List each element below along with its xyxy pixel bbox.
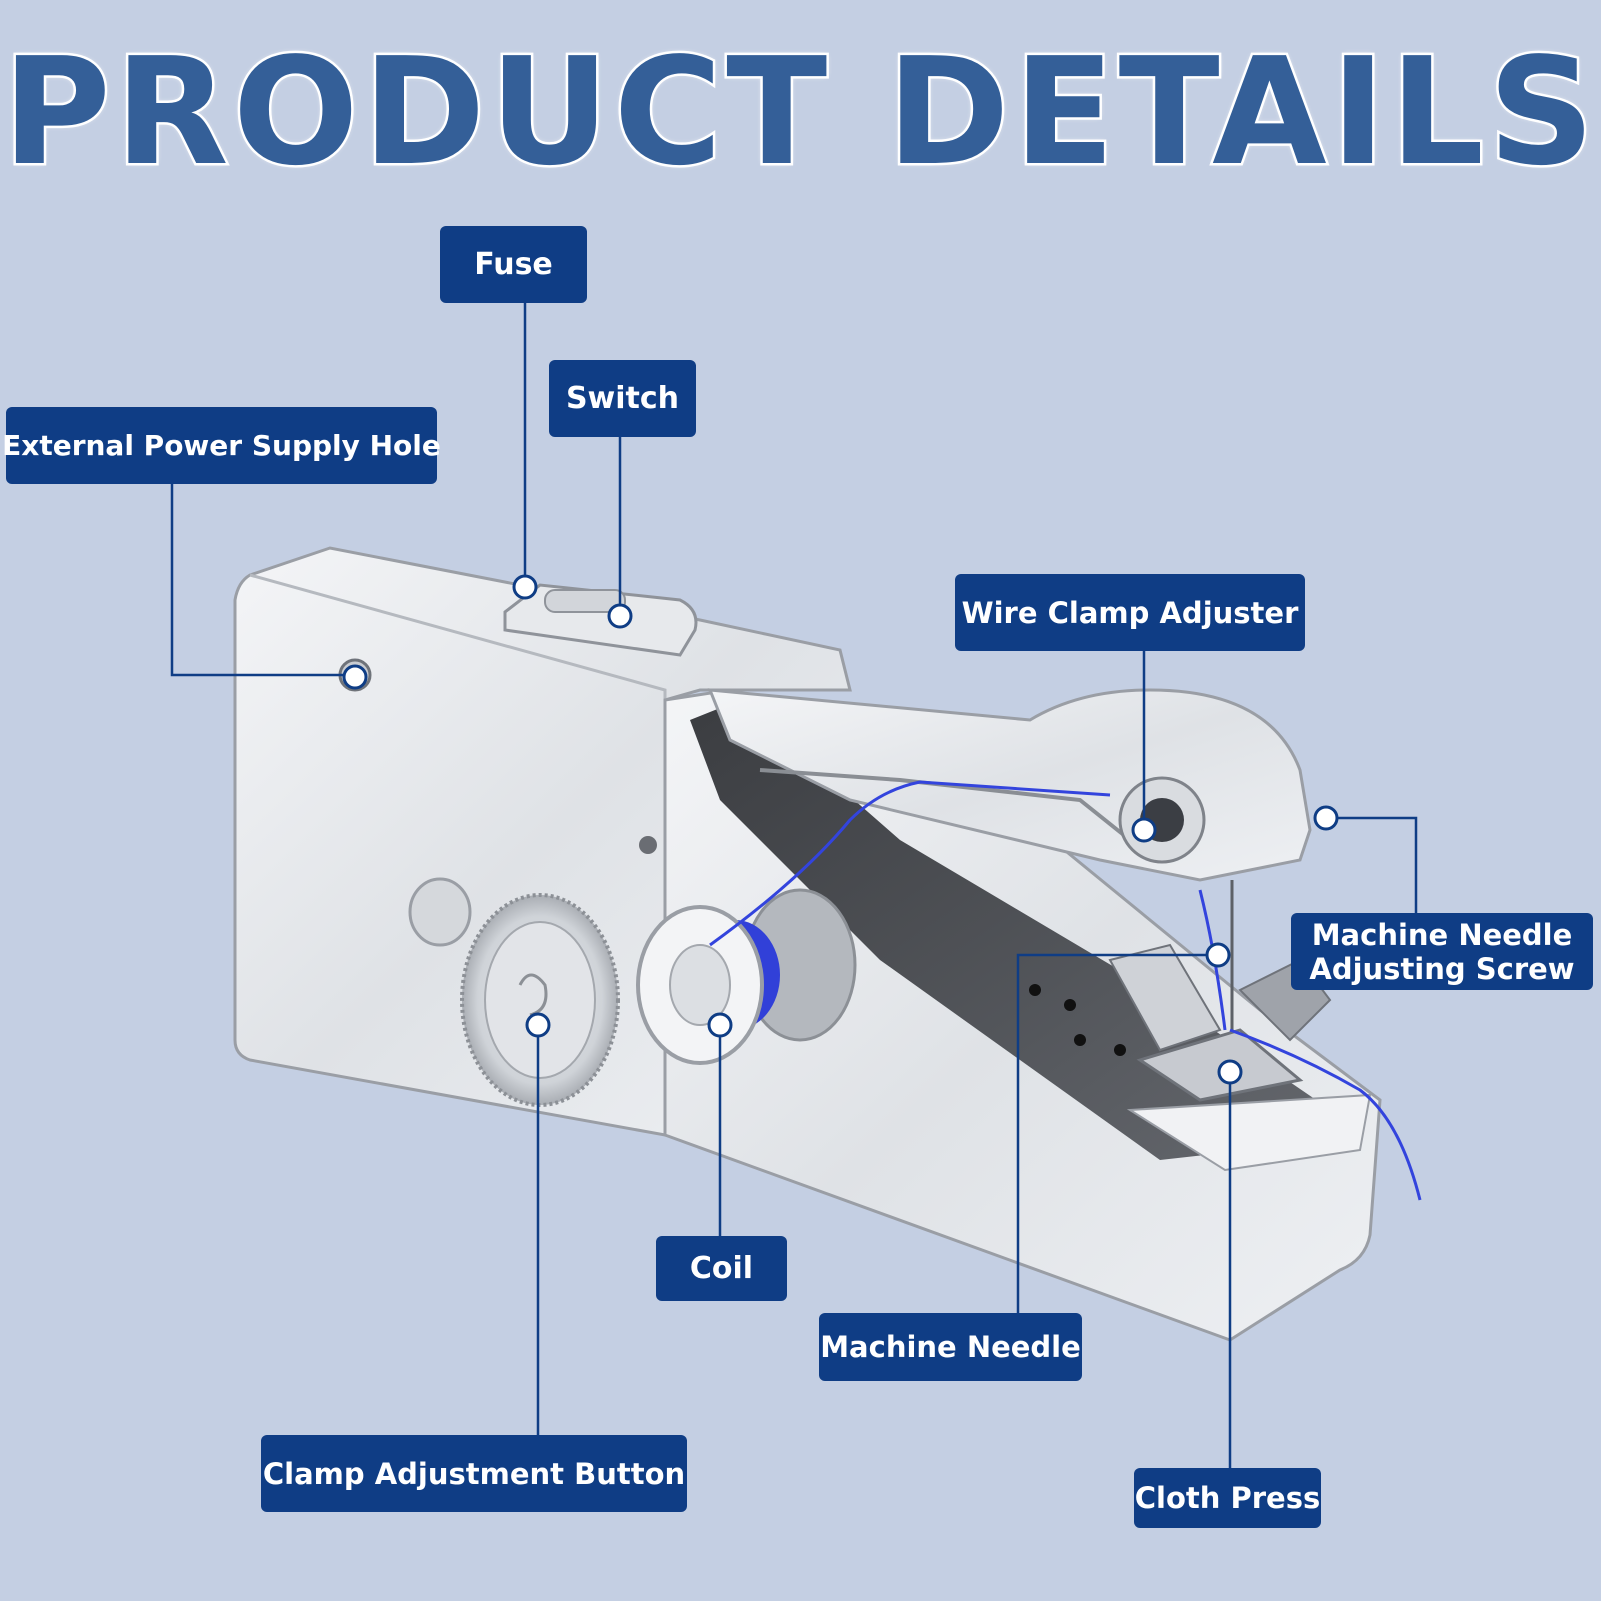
leader-needle-screw xyxy=(1326,816,1418,913)
anchor-dots xyxy=(342,574,1339,1085)
machine-body xyxy=(233,546,1382,1342)
label-fuse: Fuse xyxy=(440,226,587,303)
label-machine-needle-adjusting-screw: Machine Needle Adjusting Screw xyxy=(1291,913,1593,990)
leader-machine-needle xyxy=(1016,953,1218,1313)
label-switch: Switch xyxy=(549,360,696,437)
label-wire-clamp-adjuster: Wire Clamp Adjuster xyxy=(955,574,1305,651)
page-title: PRODUCT DETAILS xyxy=(0,26,1599,198)
leader-lines xyxy=(170,300,1418,1468)
label-machine-needle: Machine Needle xyxy=(819,1313,1082,1381)
label-clamp-adjustment-button: Clamp Adjustment Button xyxy=(261,1435,687,1512)
label-external-power-supply-hole: External Power Supply Hole xyxy=(2,407,441,484)
label-coil: Coil xyxy=(656,1236,787,1301)
leader-external-power xyxy=(170,483,355,677)
label-cloth-press: Cloth Press xyxy=(1134,1468,1321,1528)
